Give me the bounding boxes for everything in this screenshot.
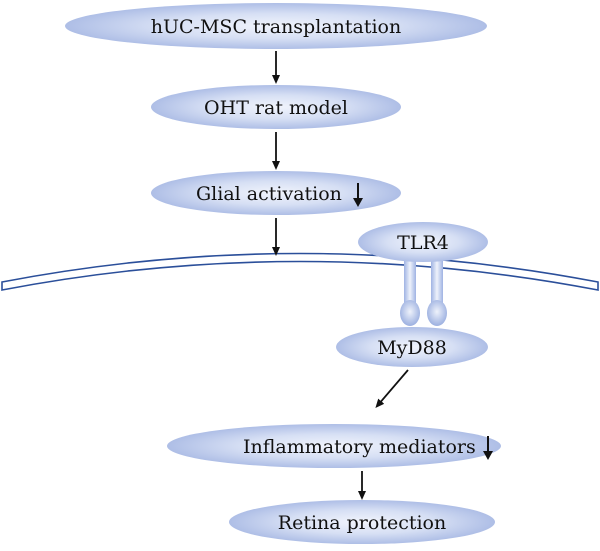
model-node [151, 85, 401, 129]
cell-membrane [1, 252, 599, 291]
tlr4-label: TLR4 [397, 232, 449, 254]
inflammatory-decrease-arrow-icon [483, 436, 493, 460]
inflammatory-label: Inflammatory mediators [243, 436, 476, 458]
receptor-stem-left [404, 255, 416, 307]
glial-label: Glial activation [196, 183, 342, 205]
glial-node [151, 171, 401, 215]
transplantation-label: hUC-MSC transplantation [151, 16, 401, 38]
tlr4-receptor [400, 255, 447, 326]
receptor-stem-right [431, 255, 443, 307]
arrow-myd88-to-inflammatory [375, 369, 409, 409]
transplantation-node [65, 3, 487, 49]
retina-label: Retina protection [278, 512, 446, 534]
tlr4-node [358, 222, 488, 262]
receptor-bulb-left [400, 300, 420, 326]
receptor-bulb-right [427, 300, 447, 326]
inflammatory-node [167, 424, 501, 468]
model-label: OHT rat model [204, 97, 348, 119]
myd88-label: MyD88 [377, 337, 447, 359]
retina-node [229, 500, 495, 544]
glial-decrease-arrow-icon [353, 183, 363, 207]
myd88-node [336, 327, 488, 367]
